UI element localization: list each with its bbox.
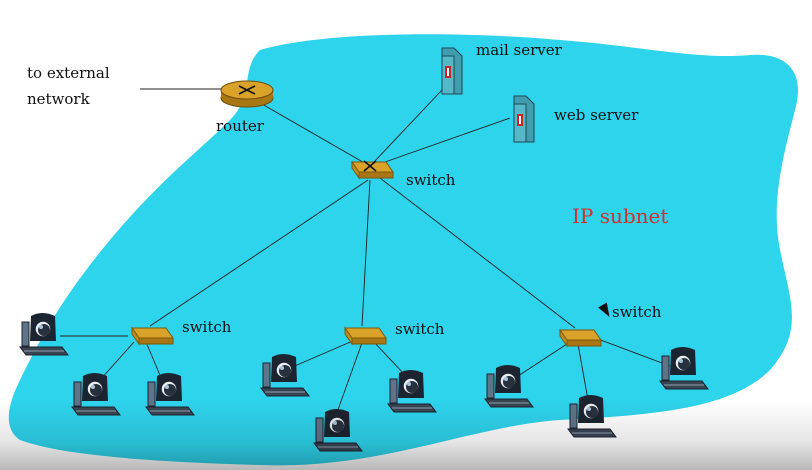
middle-switch-icon — [344, 327, 387, 345]
right-switch-label: switch — [612, 303, 662, 321]
mail-server-icon — [441, 47, 463, 95]
router-icon — [220, 80, 274, 108]
center-switch-icon — [351, 160, 394, 179]
ip-subnet-area — [8, 34, 798, 466]
router-label: router — [216, 117, 264, 135]
web-server-icon — [513, 95, 535, 143]
external-network-label: to external network — [27, 60, 110, 112]
center-switch-label: switch — [406, 171, 456, 189]
mail-server-label: mail server — [476, 41, 562, 59]
left-switch-icon — [131, 327, 174, 345]
left-switch-label: switch — [182, 318, 232, 336]
external-label-line2: network — [27, 90, 90, 108]
network-links — [60, 88, 671, 419]
external-label-line1: to external — [27, 64, 110, 82]
middle-switch-label: switch — [395, 320, 445, 338]
right-switch-icon — [559, 329, 602, 347]
ip-subnet-label: IP subnet — [572, 204, 669, 228]
web-server-label: web server — [554, 106, 639, 124]
